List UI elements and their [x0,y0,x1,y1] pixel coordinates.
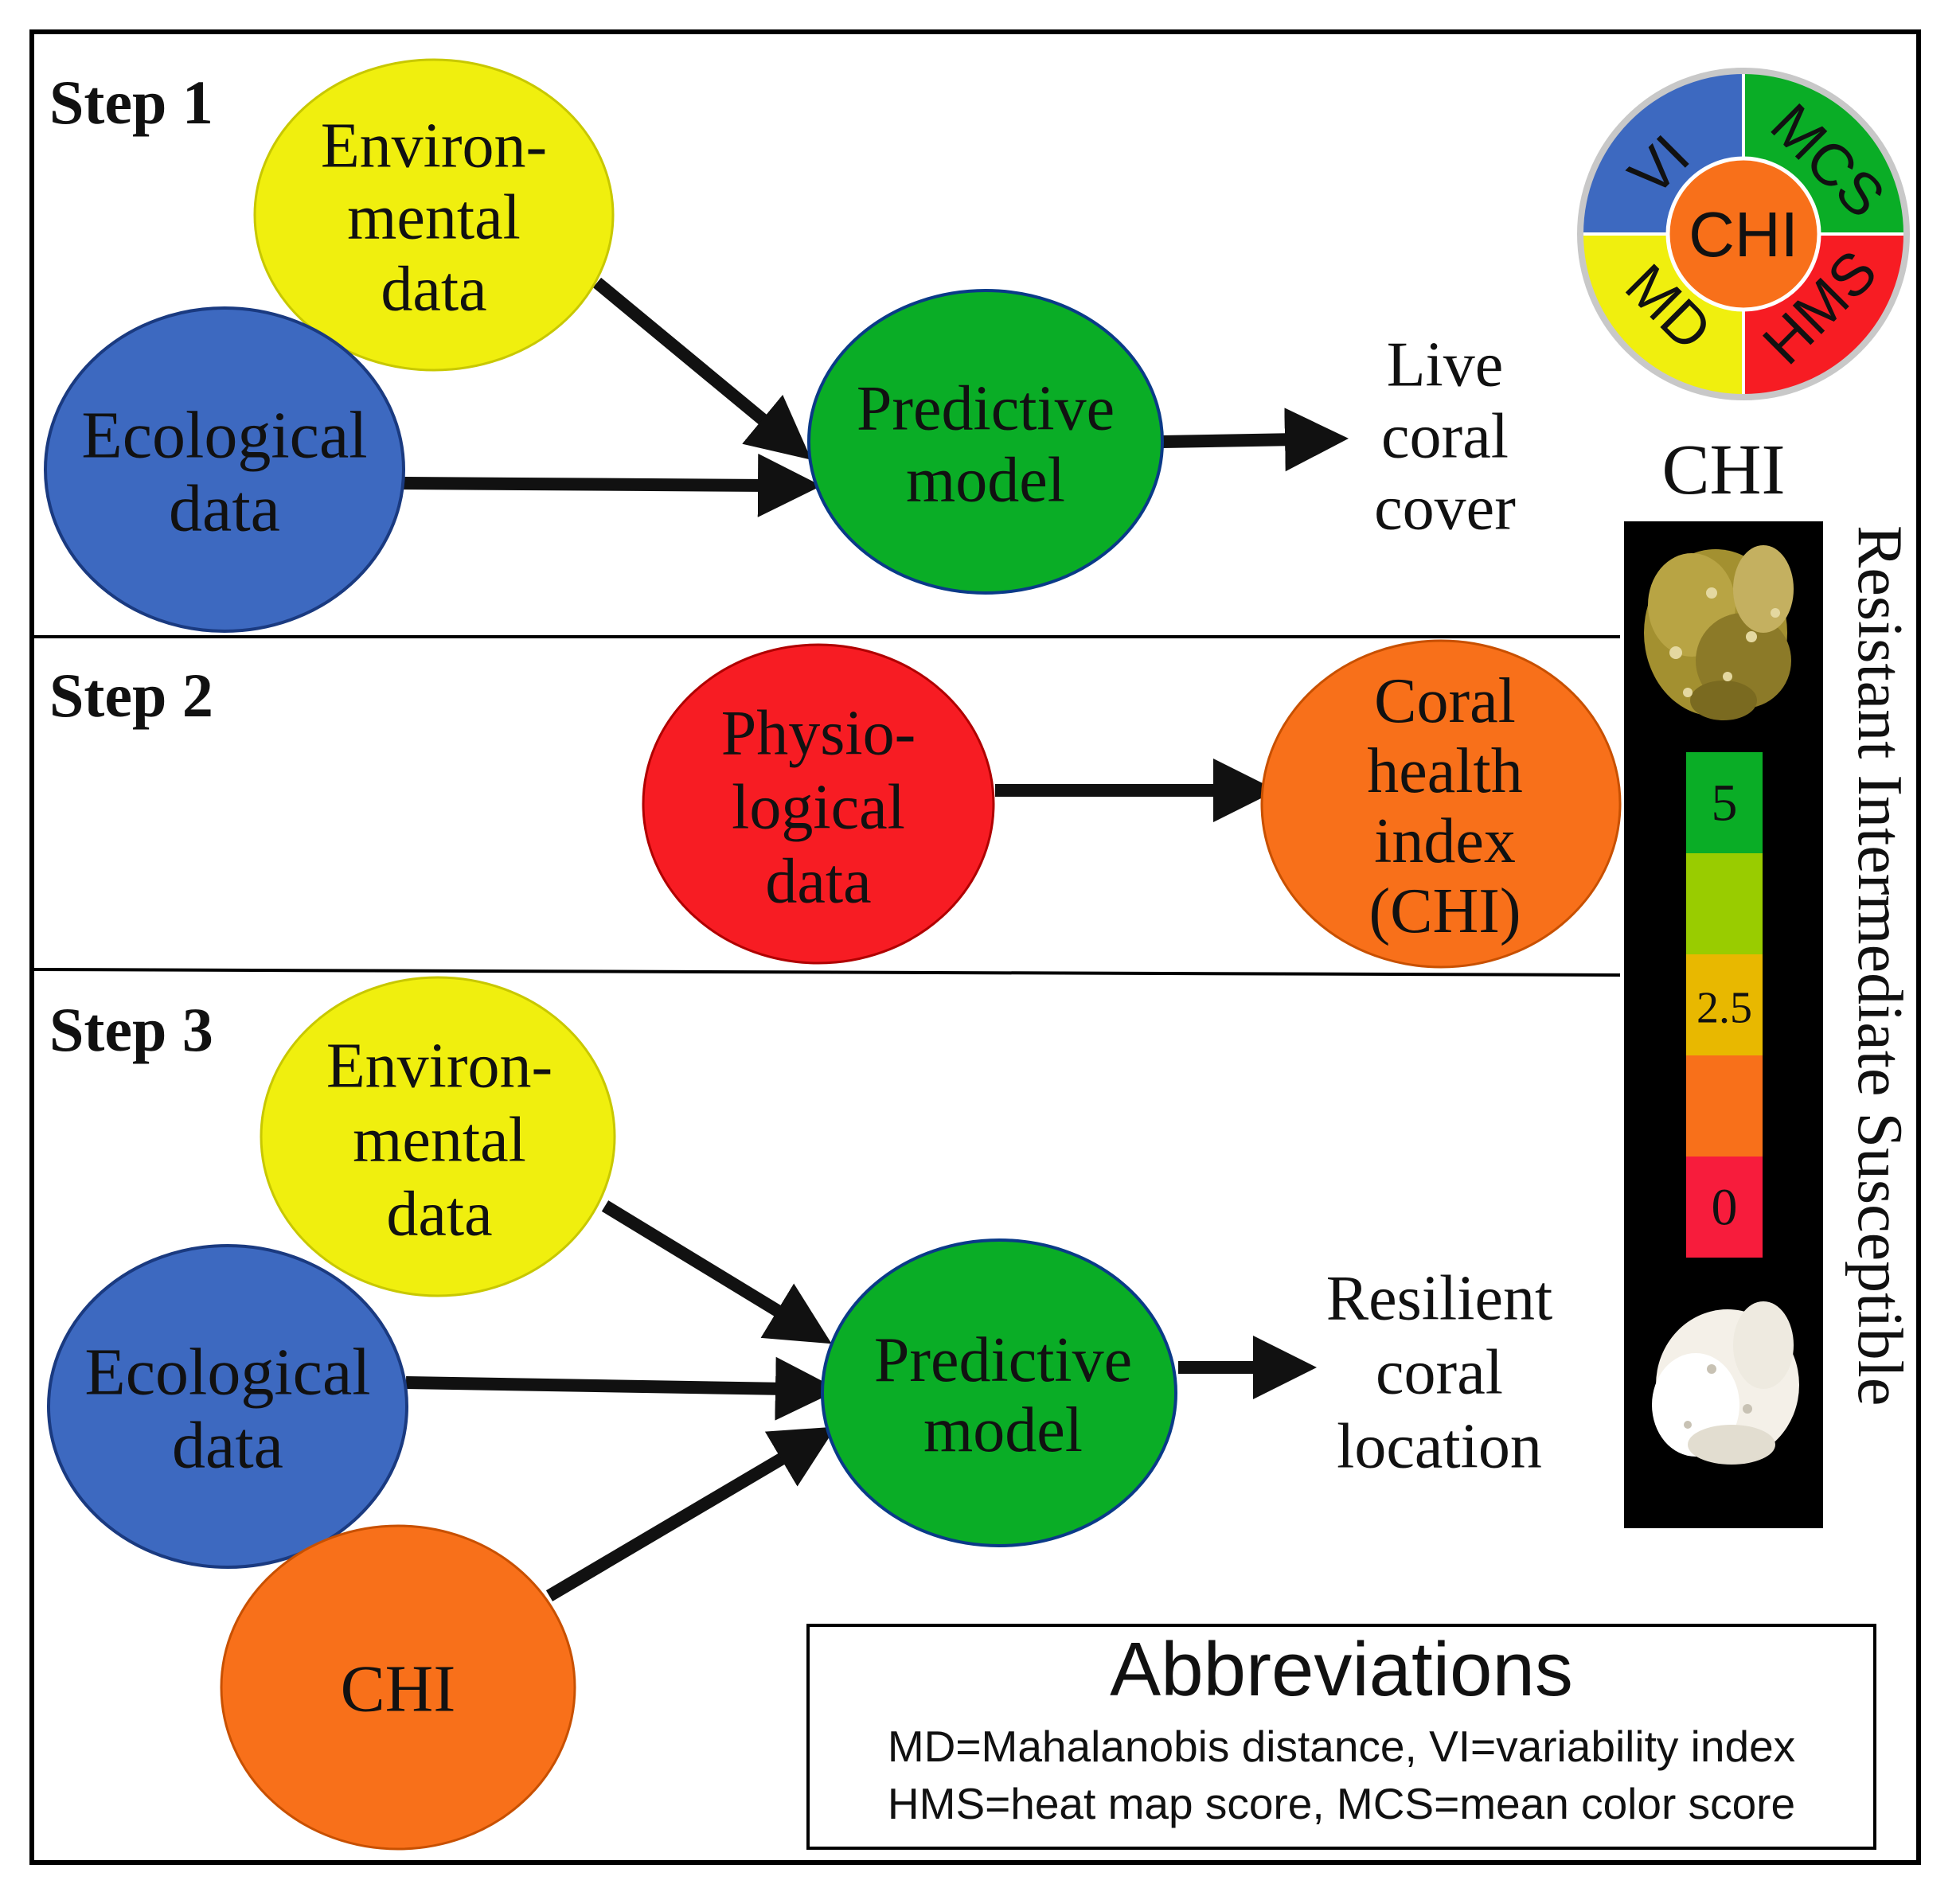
healthy-coral-image [1644,545,1794,720]
text-line: coral [1381,402,1509,472]
text-line: Physio- [721,699,916,769]
text-line: Predictive [874,1325,1132,1395]
text-line: Coral [1374,666,1516,736]
scale-segment-label: 2.5 [1696,984,1752,1033]
divider-step2-step3 [33,968,1621,977]
scale-segment [1686,1055,1763,1157]
arrow-env3-to-pred3 [601,1200,832,1344]
ring-center-label: CHI [1689,199,1798,270]
arrow-env1-to-pred1 [592,277,812,460]
node-shape [260,976,616,1297]
scale-segment [1686,1157,1763,1258]
step1-label: Step 1 [49,68,213,137]
node-shape [642,643,995,965]
scale-segments: 52.50 [1686,752,1763,1258]
text-line: model [923,1395,1083,1465]
text-line: data [386,1180,492,1250]
text-line: health [1367,736,1522,806]
text-line: CHI [341,1652,456,1726]
scale-title: CHI [1662,431,1786,509]
scale-segment [1686,954,1763,1055]
scale-segment-label: 5 [1712,774,1738,833]
text-line: data [172,1408,283,1482]
text-line: data [765,847,871,917]
text-line: data [169,471,280,545]
scale-segment [1686,752,1763,853]
text-line: Resilient [1326,1264,1552,1334]
node-shape [44,306,405,633]
node-shape [1260,639,1622,969]
text-line: Environ- [326,1032,552,1102]
text-line: coral [1376,1338,1503,1408]
scale-segment-label: 0 [1712,1179,1738,1237]
node-shape [253,58,615,372]
text-line: index [1374,806,1516,876]
abbreviations-box: Abbreviations MD=Mahalanobis distance, V… [806,1624,1876,1850]
abbreviations-border [806,1624,1876,1850]
outer-frame [29,29,1921,1865]
arrow-chi3-to-pred3 [545,1426,837,1601]
bleached-coral-image [1652,1301,1799,1465]
step3-label: Step 3 [49,995,213,1064]
scale-side-label: Resistant Intermediate Susceptible [1845,525,1915,1406]
text-line: Ecological [81,398,367,472]
text-line: Ecological [84,1335,370,1409]
arrow-eco3-to-pred3 [405,1356,839,1421]
node-shape [220,1524,576,1851]
arrow-pred1-to-output [1162,408,1349,472]
text-line: data [381,255,486,325]
scale-segment [1686,853,1763,954]
chi-scale-bar: 52.50 [1624,521,1823,1528]
text-line: Environ- [321,111,547,181]
abbreviations-line-2: HMS=heat map score, MCS=mean color score [888,1779,1795,1828]
text-line: (CHI) [1368,876,1521,946]
text-line: logical [732,773,905,843]
ring-outline [1577,68,1910,400]
text-line: mental [353,1106,526,1176]
node-shape [821,1238,1177,1547]
node-shape [807,289,1164,595]
text-line: Predictive [857,374,1115,444]
arrows [401,277,1349,1601]
node-chi-step3: CHI [220,1524,576,1851]
text-line: location [1337,1412,1542,1482]
text-line: Live [1387,330,1504,400]
text-line: mental [347,183,521,253]
node-text: CHI [341,1652,456,1726]
abbreviations-title: Abbreviations [1110,1627,1573,1712]
text-line: model [906,446,1065,516]
text-line: cover [1374,474,1516,544]
node-shape [47,1244,408,1569]
arrow-eco1-to-pred1 [401,453,822,517]
chi-component-ring: CHI VI MCS HMS MD [1577,68,1910,400]
abbreviations-line-1: MD=Mahalanobis distance, VI=variability … [888,1722,1795,1771]
step2-label: Step 2 [49,661,213,730]
ring-center [1665,156,1821,312]
